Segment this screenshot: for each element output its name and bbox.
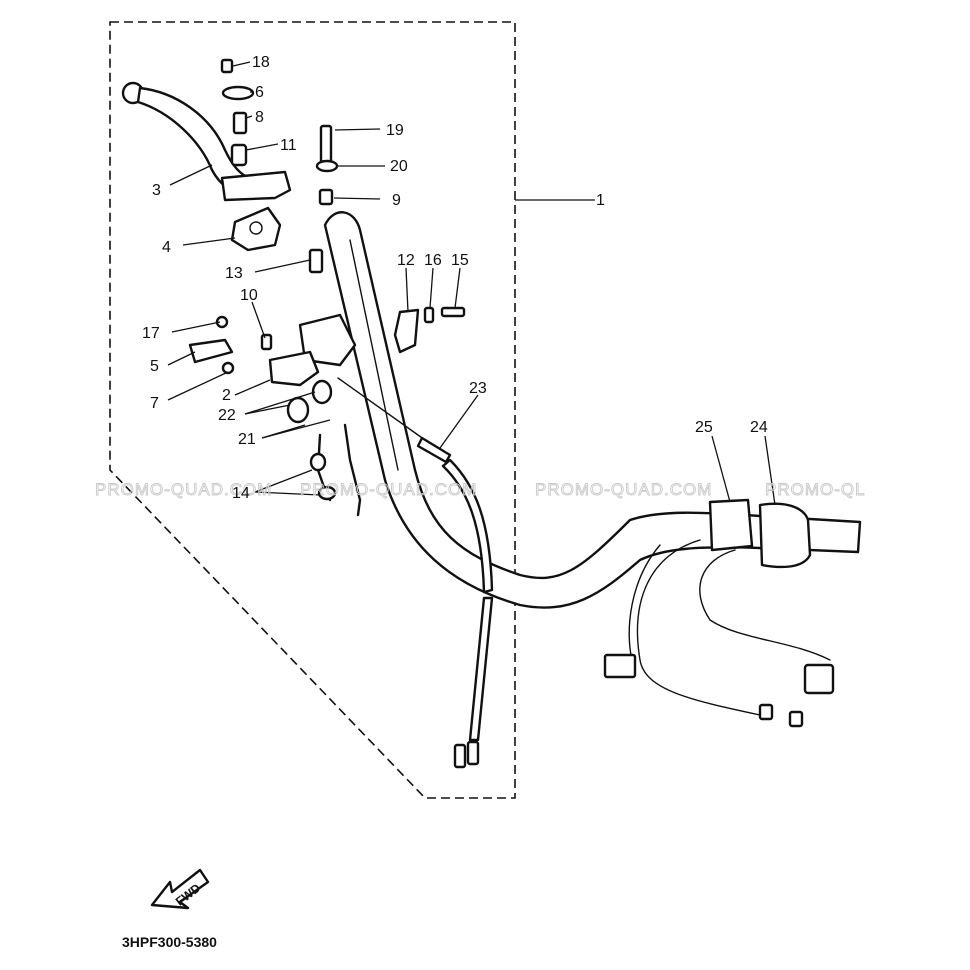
callout-22: 22 [218,407,236,424]
control-cables [309,423,362,517]
callout-20: 20 [390,158,408,175]
watermark-2: PROMO-QUAD.COM [300,480,477,499]
callout-13: 13 [225,265,243,282]
callouts: 18 6 8 11 3 4 19 20 9 1 13 12 16 15 10 1… [142,54,768,502]
callout-6: 6 [255,84,264,101]
callout-8: 8 [255,109,264,126]
callout-5: 5 [150,358,159,375]
watermark-1: PROMO-QUAD.COM [95,480,272,499]
callout-4: 4 [162,239,171,256]
callout-25: 25 [695,419,713,436]
watermark-4: PROMO-QL [765,480,866,499]
callout-10: 10 [240,287,258,304]
lever-holder [220,170,292,252]
watermark-3: PROMO-QUAD.COM [535,480,712,499]
fwd-arrow-icon: FWD [150,868,210,910]
clamp-assembly [188,306,466,424]
callout-23: 23 [469,380,487,397]
callout-15: 15 [451,252,469,269]
watermark: PROMO-QUAD.COM PROMO-QUAD.COM PROMO-QUAD… [95,480,866,500]
small-fasteners [220,58,339,274]
callout-12: 12 [397,252,415,269]
diagram-code: 3HPF300-5380 [122,934,217,950]
callout-3: 3 [152,182,161,199]
callout-2: 2 [222,387,231,404]
callout-19: 19 [386,122,404,139]
callout-21: 21 [238,431,256,448]
callout-14: 14 [232,485,250,502]
callout-18: 18 [252,54,270,71]
callout-16: 16 [424,252,442,269]
brake-switch-lead [337,377,494,769]
callout-7: 7 [150,395,159,412]
callout-1: 1 [596,192,605,209]
assembly-boundary [109,21,516,799]
leader-lines [167,61,776,506]
callout-17: 17 [142,325,160,342]
callout-24: 24 [750,419,768,436]
callout-9: 9 [392,192,401,209]
right-switches [603,498,835,728]
callout-11: 11 [280,137,297,154]
